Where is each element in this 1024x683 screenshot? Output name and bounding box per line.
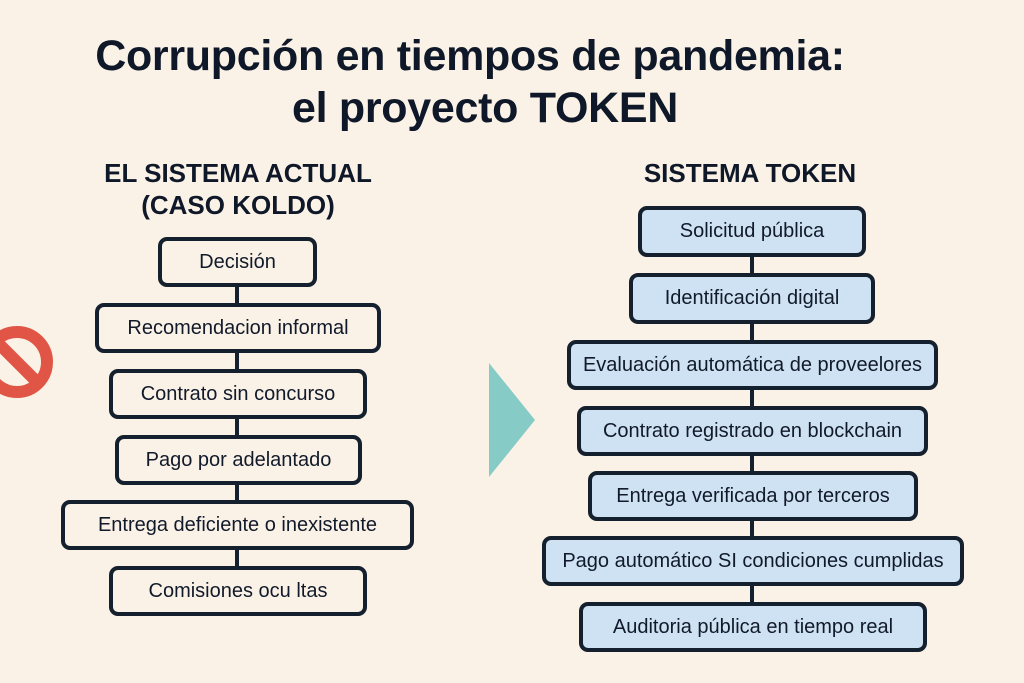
title-line-1: Corrupción en tiempos de pandemia: [95, 32, 845, 80]
flow-connector [750, 322, 754, 344]
current-system-heading: EL SISTEMA ACTUAL (CASO KOLDO) [78, 157, 398, 221]
current-step-decision: Decisión [158, 237, 317, 287]
current-system-heading-line-2: (CASO KOLDO) [141, 190, 335, 220]
current-step-informal-recommendation: Recomendacion informal [95, 303, 381, 353]
step-label: Identificación digital [664, 287, 840, 309]
step-label: Solicitud pública [679, 220, 825, 242]
token-step-digital-identification: Identificación digital [629, 273, 875, 324]
flow-connector [235, 418, 239, 436]
step-label: Entrega verificada por terceros [616, 484, 890, 507]
token-step-automatic-evaluation: Evaluación automática de proveelores [567, 340, 938, 390]
current-step-no-tender-contract: Contrato sin concurso [109, 369, 367, 419]
arrow-right-icon [489, 363, 535, 477]
flow-connector [235, 549, 239, 567]
step-label: Auditoria pública en tiempo real [612, 615, 894, 638]
step-label: Evaluación automática de proveelores [582, 353, 923, 376]
current-system-heading-line-1: EL SISTEMA ACTUAL [104, 158, 372, 188]
flow-connector [750, 388, 754, 410]
flow-connector [750, 584, 754, 606]
token-step-automatic-payment: Pago automático SI condiciones cumplidas [542, 536, 964, 586]
token-step-verified-delivery: Entrega verificada por terceros [588, 471, 918, 521]
step-label: Entrega deficiente o inexistente [97, 513, 378, 536]
flow-connector [750, 454, 754, 476]
step-label: Contrato registrado en blockchain [602, 419, 903, 442]
token-step-public-audit: Auditoria pública en tiempo real [579, 602, 927, 652]
step-label: Contrato sin concurso [140, 382, 336, 405]
prohibited-icon [0, 326, 53, 398]
step-label: Recomendacion informal [127, 316, 349, 339]
token-step-blockchain-contract: Contrato registrado en blockchain [577, 406, 928, 456]
flow-connector [750, 255, 754, 277]
page-title: Corrupción en tiempos de pandemia: el pr… [0, 30, 940, 134]
flow-connector [235, 287, 239, 305]
step-label: Decisión [199, 250, 276, 273]
flow-connector [235, 483, 239, 501]
step-label: Pago por adelantado [145, 448, 332, 471]
current-step-deficient-delivery: Entrega deficiente o inexistente [61, 500, 414, 550]
flow-connector [235, 352, 239, 372]
step-label: Pago automático SI condiciones cumplidas [562, 549, 944, 572]
flow-connector [750, 519, 754, 541]
step-label: Comisiones ocu ltas [148, 579, 328, 602]
token-system-heading: SISTEMA TOKEN [643, 158, 857, 188]
title-line-2: el proyecto TOKEN [292, 84, 678, 132]
token-step-public-request: Solicitud pública [638, 206, 866, 257]
current-step-advance-payment: Pago por adelantado [115, 435, 362, 485]
current-step-hidden-commissions: Comisiones ocu ltas [109, 566, 367, 616]
